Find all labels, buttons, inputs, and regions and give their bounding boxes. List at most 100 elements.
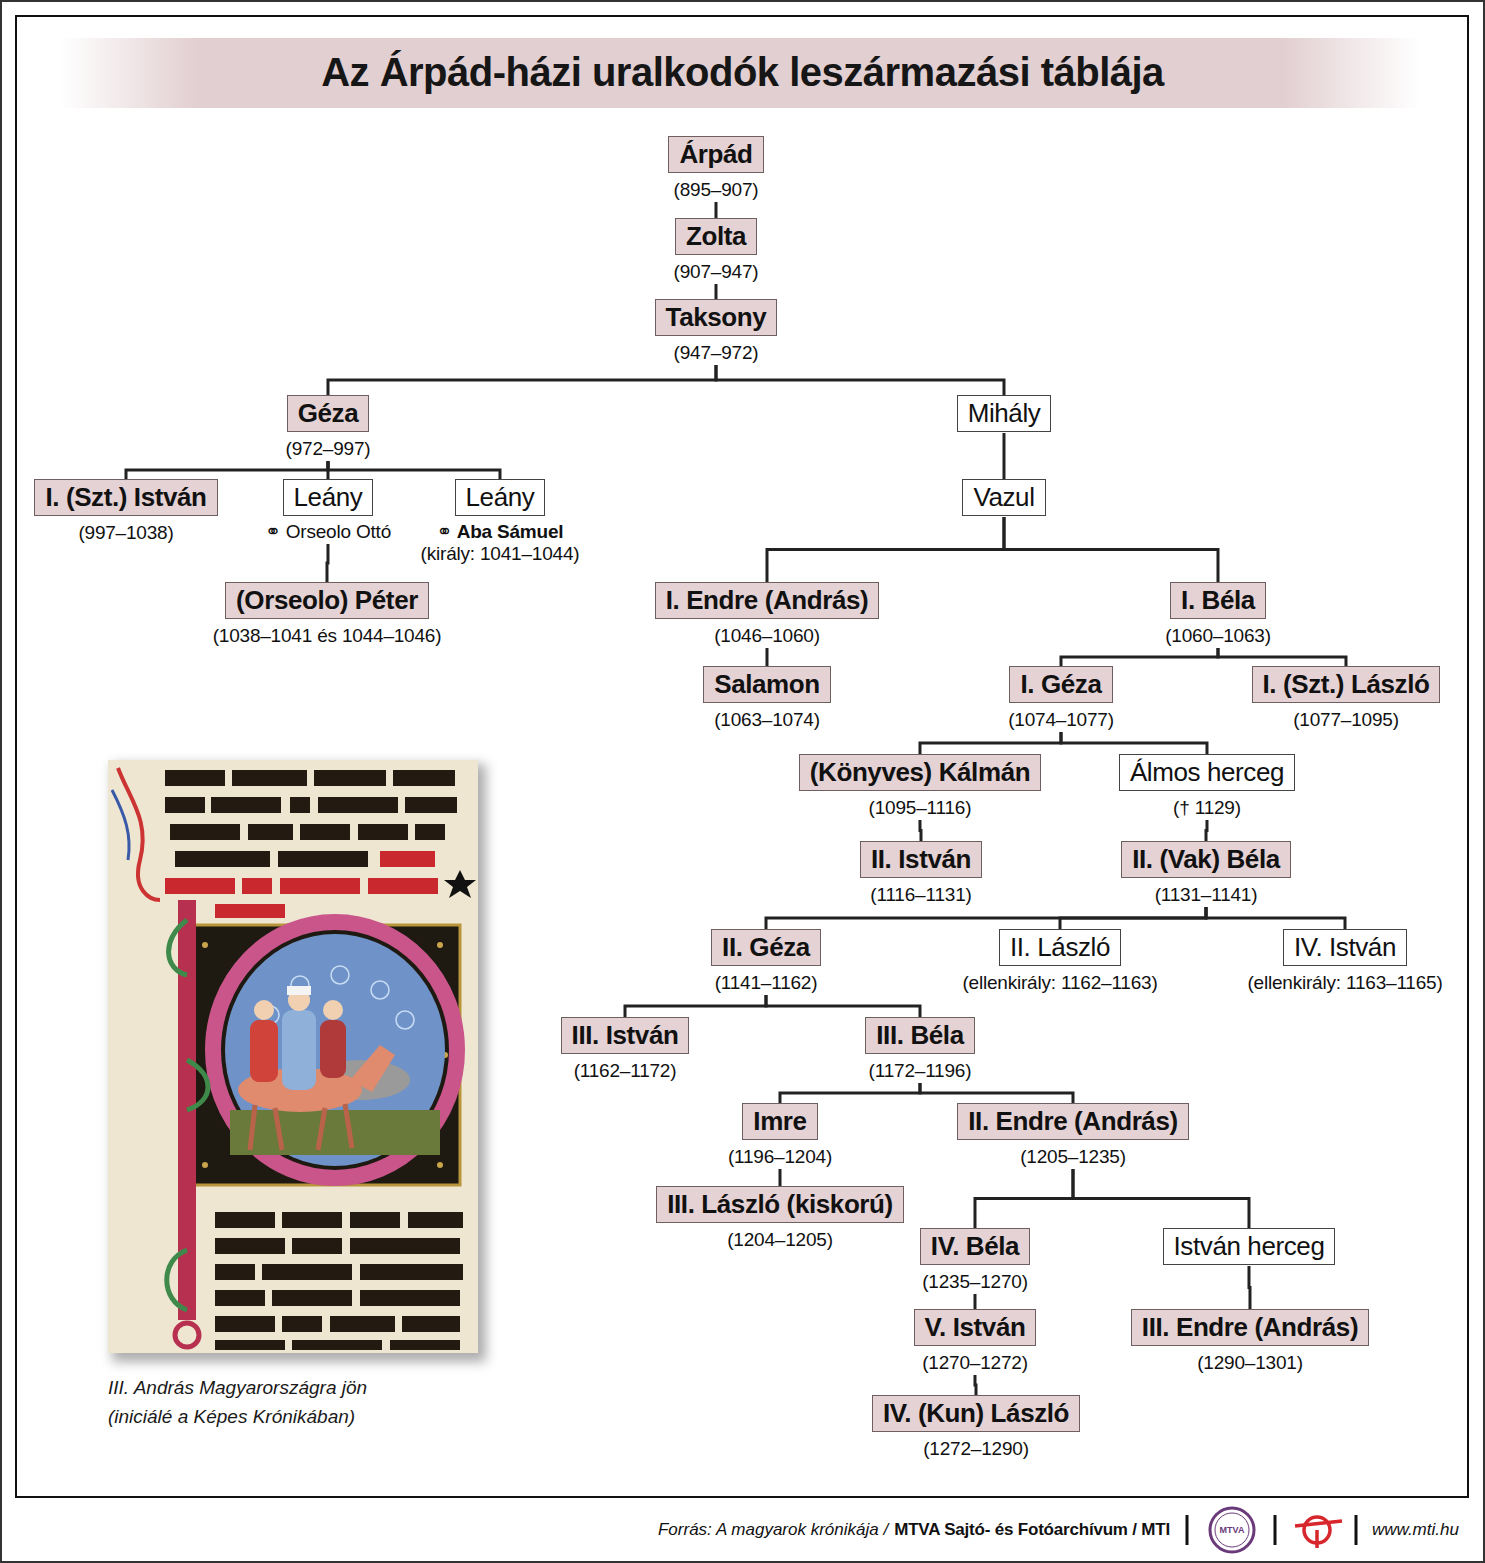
footer-logos <box>1187 1508 1356 1552</box>
illustration-part-part <box>215 1238 285 1254</box>
illustration-part <box>167 920 208 1310</box>
reign-dates: (1074–1077) <box>1008 709 1114 731</box>
descent-line <box>625 995 766 1017</box>
person-name: III. Endre (András) <box>1131 1309 1369 1346</box>
descent-line <box>767 517 1004 582</box>
illustration-part-part <box>290 797 310 813</box>
descent-line <box>1206 907 1345 929</box>
ruler-box: IV. Béla(1235–1270) <box>920 1228 1030 1293</box>
illustration <box>108 760 486 1362</box>
illustration-part-part <box>360 1290 460 1306</box>
ruler-box: Árpád(895–907) <box>668 136 763 201</box>
person-name: Mihály <box>957 395 1052 432</box>
illustration-part-part <box>165 797 205 813</box>
ruler-box: Géza(972–997) <box>286 395 371 460</box>
person-name: II. László <box>999 929 1121 966</box>
illustration-part <box>287 986 311 995</box>
person-name: István herceg <box>1163 1228 1336 1265</box>
descent-line <box>765 648 768 666</box>
reign-dates: (1205–1235) <box>1020 1146 1126 1168</box>
footer-logos-part <box>1295 1521 1342 1526</box>
relative-box: Vazul <box>962 479 1045 516</box>
reign-dates: (1172–1196) <box>869 1060 972 1082</box>
illustration-part-part <box>318 1108 325 1150</box>
person-name: Taksony <box>655 299 778 336</box>
illustration-part <box>225 934 445 1166</box>
illustration-part-part <box>248 824 293 840</box>
ruler-box: (Könyves) Kálmán(1095–1116) <box>799 754 1041 819</box>
person-name: Vazul <box>962 479 1045 516</box>
person-name: I. Béla <box>1170 582 1266 619</box>
reign-dates: (1162–1172) <box>574 1060 677 1082</box>
illustration-part-part <box>202 1162 208 1168</box>
descent-line <box>766 995 920 1017</box>
illustration-part-part <box>415 824 445 840</box>
illustration-part-part <box>215 1290 265 1306</box>
descent-line <box>766 907 1206 929</box>
ruler-box: I. Béla(1060–1063) <box>1165 582 1271 647</box>
descent-line <box>920 1083 1073 1103</box>
ruler-box: III. László (kiskorú) (1204–1205) <box>656 1186 904 1251</box>
descent-line <box>975 1375 976 1395</box>
ruler-box: III. Endre (András)(1290–1301) <box>1131 1309 1369 1374</box>
descent-line <box>1004 517 1218 582</box>
illustration-part <box>323 1000 343 1020</box>
reign-dates: (947–972) <box>674 342 759 364</box>
reign-dates: (907–947) <box>674 261 759 283</box>
illustration-part-part <box>215 1212 275 1228</box>
illustration-part-part <box>278 851 368 867</box>
ruler-box: I. Géza (1074–1077) <box>1008 666 1114 731</box>
ruler-box: II. (Vak) Béla(1131–1141) <box>1121 841 1291 906</box>
reign-dates: (1235–1270) <box>922 1271 1028 1293</box>
illustration-part-part <box>390 1340 460 1350</box>
illustration-part <box>112 790 129 860</box>
descent-line <box>1002 433 1005 479</box>
ruler-box: III. Béla(1172–1196) <box>865 1017 974 1082</box>
person-name: I. Endre (András) <box>655 582 880 619</box>
illustration-part-part <box>272 1290 352 1306</box>
person-name: I. (Szt.) István <box>34 479 217 516</box>
ruler-box: I. Endre (András)(1046–1060) <box>655 582 880 647</box>
person-name: III. László (kiskorú) <box>656 1186 904 1223</box>
illustration-part-part <box>396 1011 414 1029</box>
reign-dates: (1141–1162) <box>715 972 818 994</box>
illustration-part-part <box>292 1340 382 1350</box>
descent-line <box>328 365 716 395</box>
ruler-box: Taksony (947–972) <box>655 299 778 364</box>
reign-dates: (1270–1272) <box>922 1352 1028 1374</box>
descent-line <box>778 1169 781 1186</box>
person-name: (Orseolo) Péter <box>225 582 429 619</box>
ruler-box: Zolta(907–947) <box>674 218 759 283</box>
descent-line <box>920 732 1061 754</box>
illustration-part-part <box>405 797 457 813</box>
web-address: www.mti.hu <box>1372 1519 1459 1541</box>
descent-line <box>325 544 329 582</box>
descent-line <box>126 461 328 479</box>
person-name: III. István <box>561 1017 690 1054</box>
person-name: V. István <box>914 1309 1037 1346</box>
illustration-part-part <box>437 942 443 948</box>
reign-dates: (1095–1116) <box>869 797 972 819</box>
person-name: Imre <box>742 1103 817 1140</box>
reign-dates: (ellenkirály: 1163–1165) <box>1247 972 1442 994</box>
illustration-part-part <box>368 878 438 894</box>
illustration-part-part <box>331 966 349 984</box>
illustration-part-part <box>282 1212 342 1228</box>
illustration-part-part <box>360 1264 463 1280</box>
illustration-part <box>108 760 478 1353</box>
diagram-title: Az Árpád-házi uralkodók leszármazási táb… <box>0 40 1485 104</box>
ruler-box: IV. (Kun) László(1272–1290) <box>872 1395 1080 1460</box>
ruler-box: II. Endre (András)(1205–1235) <box>957 1103 1189 1168</box>
descent-line <box>714 284 717 299</box>
illustration-part-part <box>300 824 350 840</box>
person-name: IV. (Kun) László <box>872 1395 1080 1432</box>
reign-dates: (1196–1204) <box>728 1146 832 1168</box>
illustration-part-part <box>408 1212 463 1228</box>
person-name: I. (Szt.) László <box>1252 666 1441 703</box>
reign-dates: (1204–1205) <box>727 1229 833 1251</box>
person-name: Árpád <box>668 136 763 173</box>
person-name: I. Géza <box>1009 666 1112 703</box>
illustration-part <box>175 1323 199 1347</box>
footer-logos-part <box>1274 1515 1277 1545</box>
illustration-part <box>118 768 160 900</box>
